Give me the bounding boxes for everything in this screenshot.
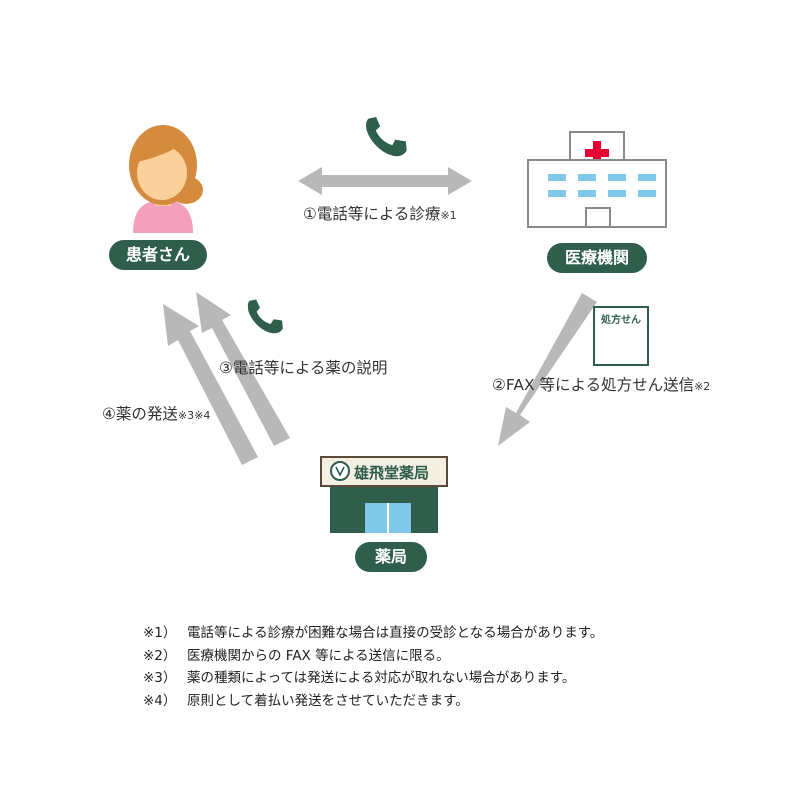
hospital-window	[548, 190, 566, 197]
hospital-window	[608, 174, 626, 181]
arrow-consultation	[298, 167, 472, 195]
hospital-icon	[527, 131, 667, 228]
pharmacy-pill: 薬局	[355, 542, 427, 572]
pharmacy-logo-icon	[330, 461, 350, 481]
footnotes: ※1） 電話等による診療が困難な場合は直接の受診となる場合があります。 ※2） …	[143, 622, 603, 712]
footnote-mark: ※2）	[143, 647, 177, 664]
footnote-text: 電話等による診療が困難な場合は直接の受診となる場合があります。	[187, 625, 604, 641]
footnote-mark: ※3）	[143, 670, 177, 686]
flow-explain-text: ③電話等による薬の説明	[219, 359, 388, 377]
flow-fax-label: ②FAX 等による処方せん送信※2	[492, 373, 710, 395]
hospital-window	[638, 190, 656, 197]
footnote-row: ※2） 医療機関からの FAX 等による送信に限る。	[143, 645, 603, 668]
flow-explain-label: ③電話等による薬の説明	[219, 356, 387, 378]
hospital-window	[578, 190, 596, 197]
arrow-fax	[498, 293, 597, 446]
footnote-text: 原則として着払い発送をさせていただきます。	[187, 692, 469, 709]
arrow-explanation	[196, 292, 290, 446]
footnote-text: 薬の種類によっては発送による対応が取れない場合があります。	[187, 670, 576, 686]
patient-pill: 患者さん	[109, 240, 207, 270]
arrow-shipping	[163, 304, 258, 465]
pharmacy-building-icon: 雄飛堂薬局	[320, 456, 448, 533]
footnote-row: ※1） 電話等による診療が困難な場合は直接の受診となる場合があります。	[143, 622, 603, 645]
footnote-row: ※4） 原則として着払い発送をさせていただきます。	[143, 690, 603, 713]
footnote-row: ※3） 薬の種類によっては発送による対応が取れない場合があります。	[143, 667, 603, 690]
patient-avatar-icon	[129, 125, 203, 233]
prescription-document-icon: 処方せん	[593, 306, 649, 366]
flow-ship-note: ※3※4	[177, 409, 211, 422]
footnote-mark: ※1）	[143, 625, 177, 641]
pharmacy-sign: 雄飛堂薬局	[353, 464, 429, 482]
footnote-mark: ※4）	[143, 692, 177, 709]
phone-icon	[366, 117, 407, 157]
hospital-window	[638, 174, 656, 181]
phone-icon	[247, 299, 283, 334]
hospital-window	[578, 174, 596, 181]
flow-consult-note: ※1	[440, 209, 457, 222]
flow-fax-text: ②FAX 等による処方せん送信	[492, 376, 695, 394]
flow-fax-note: ※2	[694, 380, 711, 393]
flow-consult-label: ①電話等による診療※1	[303, 202, 457, 224]
hospital-window	[608, 190, 626, 197]
footnote-text: 医療機関からの FAX 等による送信に限る。	[187, 647, 450, 664]
hospital-window	[548, 174, 566, 181]
flow-consult-text: ①電話等による診療	[303, 205, 441, 223]
prescription-doc-label: 処方せん	[600, 313, 641, 326]
clinic-pill: 医療機関	[547, 243, 647, 273]
flow-ship-text: ④薬の発送	[102, 405, 178, 423]
flow-ship-label: ④薬の発送※3※4	[102, 402, 210, 424]
